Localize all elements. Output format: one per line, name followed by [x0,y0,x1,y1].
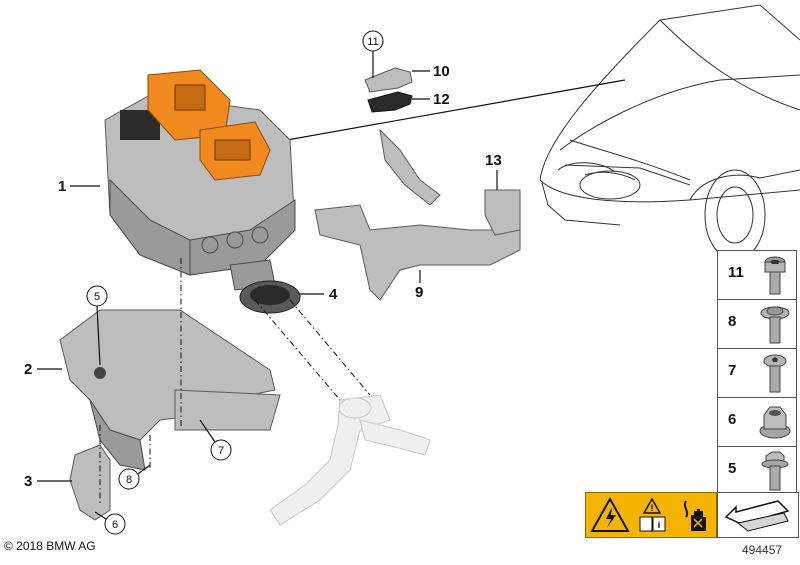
svg-text:i: i [658,520,661,530]
callout-2: 2 [24,361,32,378]
hex-flange-nut-icon [759,406,791,439]
callout-10: 10 [433,63,450,80]
callout-4: 4 [329,286,338,303]
parts-table-row: 6 [717,397,797,446]
callout-12: 12 [433,91,450,108]
bracket-3 [69,444,111,521]
callout-13: 13 [485,152,502,169]
car-outline-illustration [539,4,800,261]
parts-table-row: 7 [717,348,797,397]
assembly-line-2 [254,299,341,401]
next-page-arrow-button[interactable] [717,492,799,538]
callout-3: 3 [24,473,32,490]
coolant-hose-ghost [269,394,431,526]
clip-12 [367,91,413,113]
part-number: 8 [728,313,737,330]
high-voltage-warning-icon [590,496,630,532]
circled-callout-5: 5 [86,285,108,366]
clip-10 [364,67,413,93]
svg-text:6: 6 [112,519,118,531]
circled-callout-8: 8 [118,464,151,490]
svg-text:5: 5 [94,291,100,303]
svg-text:11: 11 [367,36,378,48]
leader-car [269,79,626,144]
part-number: 11 [728,264,744,281]
copyright-notice: © 2018 BMW AG [4,539,96,553]
svg-text:8: 8 [126,474,132,486]
high-voltage-electronics-unit [104,69,296,291]
rubber-grommet [239,280,301,314]
fastener-parts-table: 11 8 7 6 5 [717,250,797,496]
support-bracket-2 [59,309,281,471]
svg-text:!: ! [651,503,654,513]
assembly-line-3 [289,299,371,396]
part-number: 7 [728,362,737,379]
parts-table-row: 5 [717,446,797,496]
next-page-arrow-icon [724,500,790,532]
circled-callout-6: 6 [94,511,126,535]
parts-table-row: 11 [717,250,797,299]
torx-bolt-icon [763,354,787,393]
bracket-9 [314,128,521,301]
read-manual-icon: ! i [639,497,666,532]
hex-flange-bolt-icon [761,451,789,491]
svg-text:7: 7 [218,445,224,457]
hex-socket-bolt-icon [764,256,786,295]
safety-warning-panel: ! i [585,492,717,538]
no-touch-hand-icon [683,500,706,531]
circled-callout-7: 7 [199,419,232,461]
diagram-id: 494457 [742,543,783,557]
callout-9: 9 [415,284,423,301]
callout-1: 1 [58,178,66,195]
part-number: 5 [728,460,737,477]
part-number: 6 [728,411,737,428]
circled-callout-11: 11 [362,30,384,78]
warning-pictograms: ! i [590,496,706,532]
flange-torx-bolt-icon [760,306,790,344]
bracket-13 [484,189,521,236]
parts-table-row: 8 [717,299,797,348]
